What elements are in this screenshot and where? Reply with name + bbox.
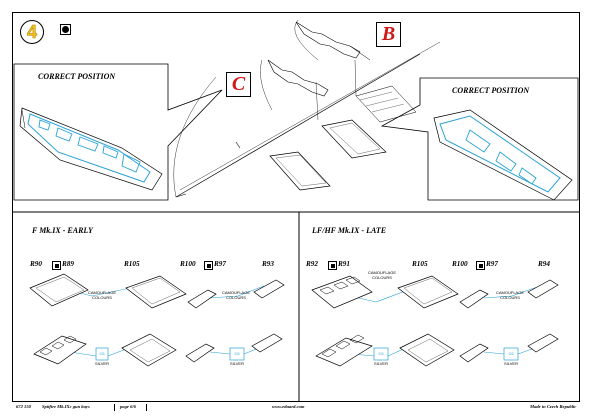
label-r97-early: R97 bbox=[214, 260, 226, 268]
callout-c-label: C bbox=[231, 73, 246, 95]
early-c6-box-right bbox=[229, 347, 245, 361]
part-early-small-b bbox=[251, 333, 283, 353]
early-parts bbox=[29, 273, 285, 367]
late-camouflage-text: CAMOUFLAGE COLOURS bbox=[367, 270, 396, 280]
left-correct-position-label: CORRECT POSITION bbox=[38, 72, 116, 81]
early-silver-right: SILVER bbox=[230, 361, 244, 366]
part-r90 bbox=[29, 273, 89, 307]
label-r100-early: R100 bbox=[180, 260, 196, 268]
part-r92 bbox=[311, 275, 373, 309]
callout-b-label: B bbox=[381, 23, 396, 45]
part-late-small-a bbox=[459, 343, 489, 363]
late-silver-right: SILVER bbox=[504, 361, 518, 366]
page-frame bbox=[12, 12, 580, 402]
late-c6-box-left bbox=[373, 347, 389, 361]
early-c6-right: C6 bbox=[234, 351, 240, 356]
part-early-small-a bbox=[185, 343, 215, 363]
footer-url: www.eduard.com bbox=[272, 404, 305, 409]
left-gun-bay-drawing bbox=[19, 107, 163, 191]
part-r105 bbox=[125, 275, 187, 309]
part-early-base bbox=[33, 335, 87, 365]
early-c6-box-left bbox=[95, 347, 109, 361]
late-silver-left: SILVER bbox=[374, 361, 388, 366]
part-late-base bbox=[315, 337, 373, 367]
part-r100 bbox=[187, 289, 217, 309]
label-r94: R94 bbox=[538, 260, 550, 268]
footer-code: 672 150 bbox=[16, 404, 31, 409]
decal-icon-r90 bbox=[52, 261, 61, 270]
color-swatches bbox=[95, 347, 519, 361]
callout-b-box: B bbox=[376, 22, 401, 47]
footer-origin: Made in Czech Republic bbox=[530, 404, 577, 409]
late-c6-left: C6 bbox=[378, 351, 384, 356]
right-correct-position-label: CORRECT POSITION bbox=[452, 86, 530, 95]
part-r93 bbox=[253, 279, 285, 299]
early-c6-left: C6 bbox=[99, 351, 105, 356]
left-detail-box bbox=[13, 63, 223, 201]
early-silver-left: SILVER bbox=[95, 361, 109, 366]
label-r92: R92 bbox=[306, 260, 318, 268]
label-r105-early: R105 bbox=[124, 260, 140, 268]
label-r89: R89 bbox=[62, 260, 74, 268]
right-gun-bay-drawing bbox=[433, 109, 573, 201]
late-camouflage-text-2: CAMOUFLAGE COLOURS bbox=[495, 290, 524, 300]
footer-divider-2 bbox=[146, 404, 147, 411]
step-number-badge: 4 bbox=[20, 20, 44, 44]
part-late-panel bbox=[399, 333, 455, 367]
early-section-title: F Mk.IX - EARLY bbox=[32, 226, 93, 235]
late-c6-right: C6 bbox=[508, 351, 514, 356]
label-r90: R90 bbox=[30, 260, 42, 268]
early-camouflage-text: CAMOUFLAGE COLOURS bbox=[87, 290, 116, 300]
early-camouflage-text-2: CAMOUFLAGE COLOURS bbox=[221, 290, 250, 300]
step-number: 4 bbox=[26, 22, 38, 43]
footer-page: page 6/6 bbox=[120, 404, 136, 409]
decal-icon-r100-early bbox=[204, 261, 213, 270]
late-c6-box-right bbox=[503, 347, 519, 361]
label-r97-late: R97 bbox=[486, 260, 498, 268]
right-detail-box bbox=[380, 77, 579, 201]
decal-icon-r92 bbox=[328, 261, 337, 270]
footer-divider bbox=[114, 404, 115, 411]
step-symbol-icon bbox=[60, 24, 71, 35]
footer-product: Spitfire Mk.IXc gun bays bbox=[42, 404, 90, 409]
decal-icon-r100-late bbox=[476, 261, 485, 270]
part-r94 bbox=[527, 279, 559, 299]
callout-c-box: C bbox=[226, 72, 251, 97]
label-r105-late: R105 bbox=[412, 260, 428, 268]
label-r93: R93 bbox=[262, 260, 274, 268]
late-section-title: LF/HF Mk.IX - LATE bbox=[312, 226, 387, 235]
late-parts bbox=[311, 275, 559, 367]
part-early-panel bbox=[121, 333, 177, 367]
part-late-r100 bbox=[459, 289, 489, 309]
label-r100-late: R100 bbox=[452, 260, 468, 268]
part-late-small-b bbox=[527, 333, 559, 353]
part-late-r105 bbox=[397, 275, 459, 309]
center-wing-drawing bbox=[173, 19, 441, 198]
label-r91: R91 bbox=[338, 260, 350, 268]
